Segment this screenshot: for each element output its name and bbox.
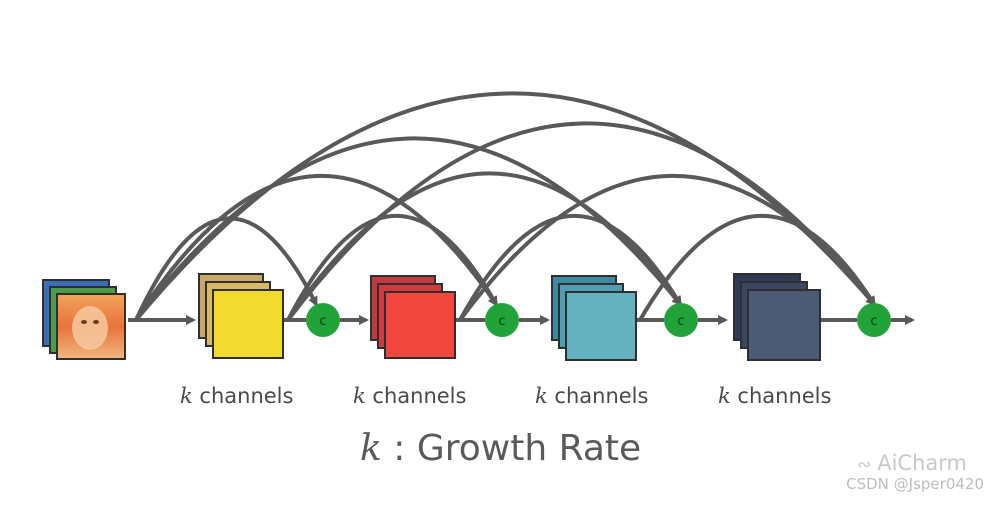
skip-arc-input-to-c2 bbox=[134, 174, 498, 322]
block-1-layer-3 bbox=[212, 289, 284, 359]
skip-arc-b1-to-c4 bbox=[286, 121, 876, 322]
wechat-icon: ∾ bbox=[856, 455, 872, 475]
growth-rate-caption: k : Growth Rate bbox=[360, 428, 642, 469]
block-4 bbox=[733, 273, 821, 361]
cat-photo bbox=[72, 306, 108, 350]
svg-text:c: c bbox=[677, 314, 684, 329]
concat-node-2: c bbox=[485, 303, 519, 337]
skip-arc-input-to-c4 bbox=[134, 91, 876, 322]
block-4-label: k channels bbox=[718, 384, 832, 408]
skip-arc-b1-to-c3 bbox=[286, 171, 682, 322]
skip-arc-input-to-c1 bbox=[134, 216, 318, 321]
concat-node-4: c bbox=[857, 303, 891, 337]
svg-text:c: c bbox=[498, 314, 505, 329]
svg-text:c: c bbox=[870, 314, 877, 329]
block-2-label: k channels bbox=[353, 384, 467, 408]
watermark-credit: CSDN @Jsper0420 bbox=[846, 475, 984, 493]
skip-arc-b2-to-c3 bbox=[458, 214, 682, 321]
svg-text:c: c bbox=[319, 314, 326, 329]
block-2-layer-3 bbox=[384, 291, 456, 359]
block-1 bbox=[198, 273, 284, 359]
concat-node-3: c bbox=[664, 303, 698, 337]
skip-connections bbox=[134, 91, 876, 322]
skip-arc-b1-to-c2 bbox=[286, 213, 498, 321]
watermark-brand: ∾AiCharm bbox=[856, 451, 967, 475]
block-3 bbox=[551, 275, 637, 361]
block-1-label: k channels bbox=[180, 384, 294, 408]
block-4-layer-3 bbox=[747, 289, 821, 361]
block-3-label: k channels bbox=[535, 384, 649, 408]
block-3-layer-3 bbox=[565, 291, 637, 361]
block-2 bbox=[370, 275, 456, 359]
concat-node-1: c bbox=[306, 303, 340, 337]
skip-arc-b3-to-c4 bbox=[638, 214, 876, 322]
skip-arc-b2-to-c4 bbox=[458, 173, 876, 322]
input-image-stack bbox=[42, 279, 126, 360]
